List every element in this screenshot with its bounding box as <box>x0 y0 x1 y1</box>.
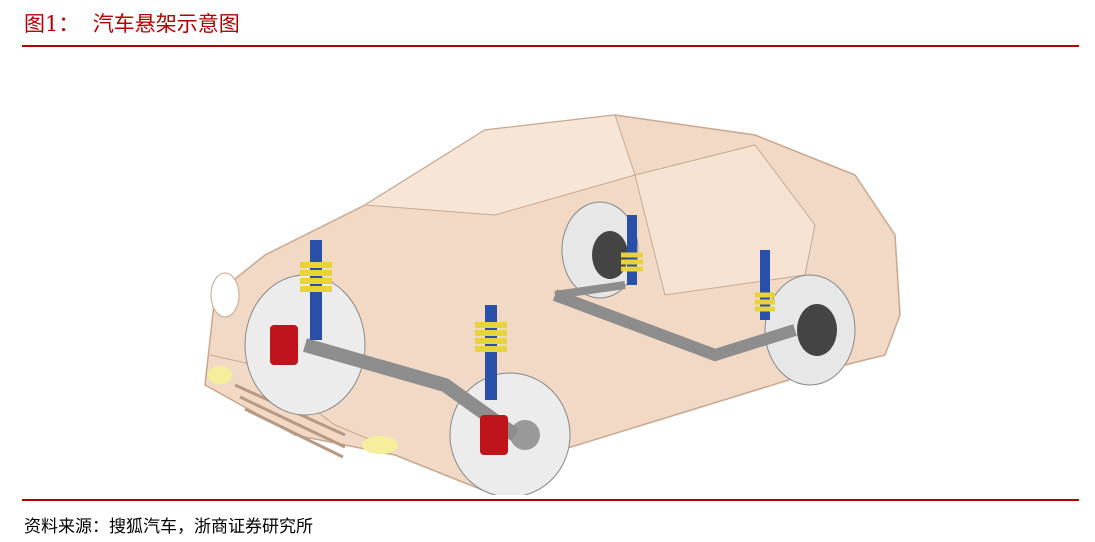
top-divider <box>22 45 1079 47</box>
figure-title: 图1： 汽车悬架示意图 <box>24 12 240 36</box>
rear-wheels <box>561 201 856 386</box>
brake-calipers <box>270 325 508 455</box>
figure-source: 资料来源：搜狐汽车，浙商证券研究所 <box>24 517 313 537</box>
bottom-divider <box>22 499 1079 501</box>
car-suspension-illustration <box>204 114 901 495</box>
struts <box>300 215 775 400</box>
